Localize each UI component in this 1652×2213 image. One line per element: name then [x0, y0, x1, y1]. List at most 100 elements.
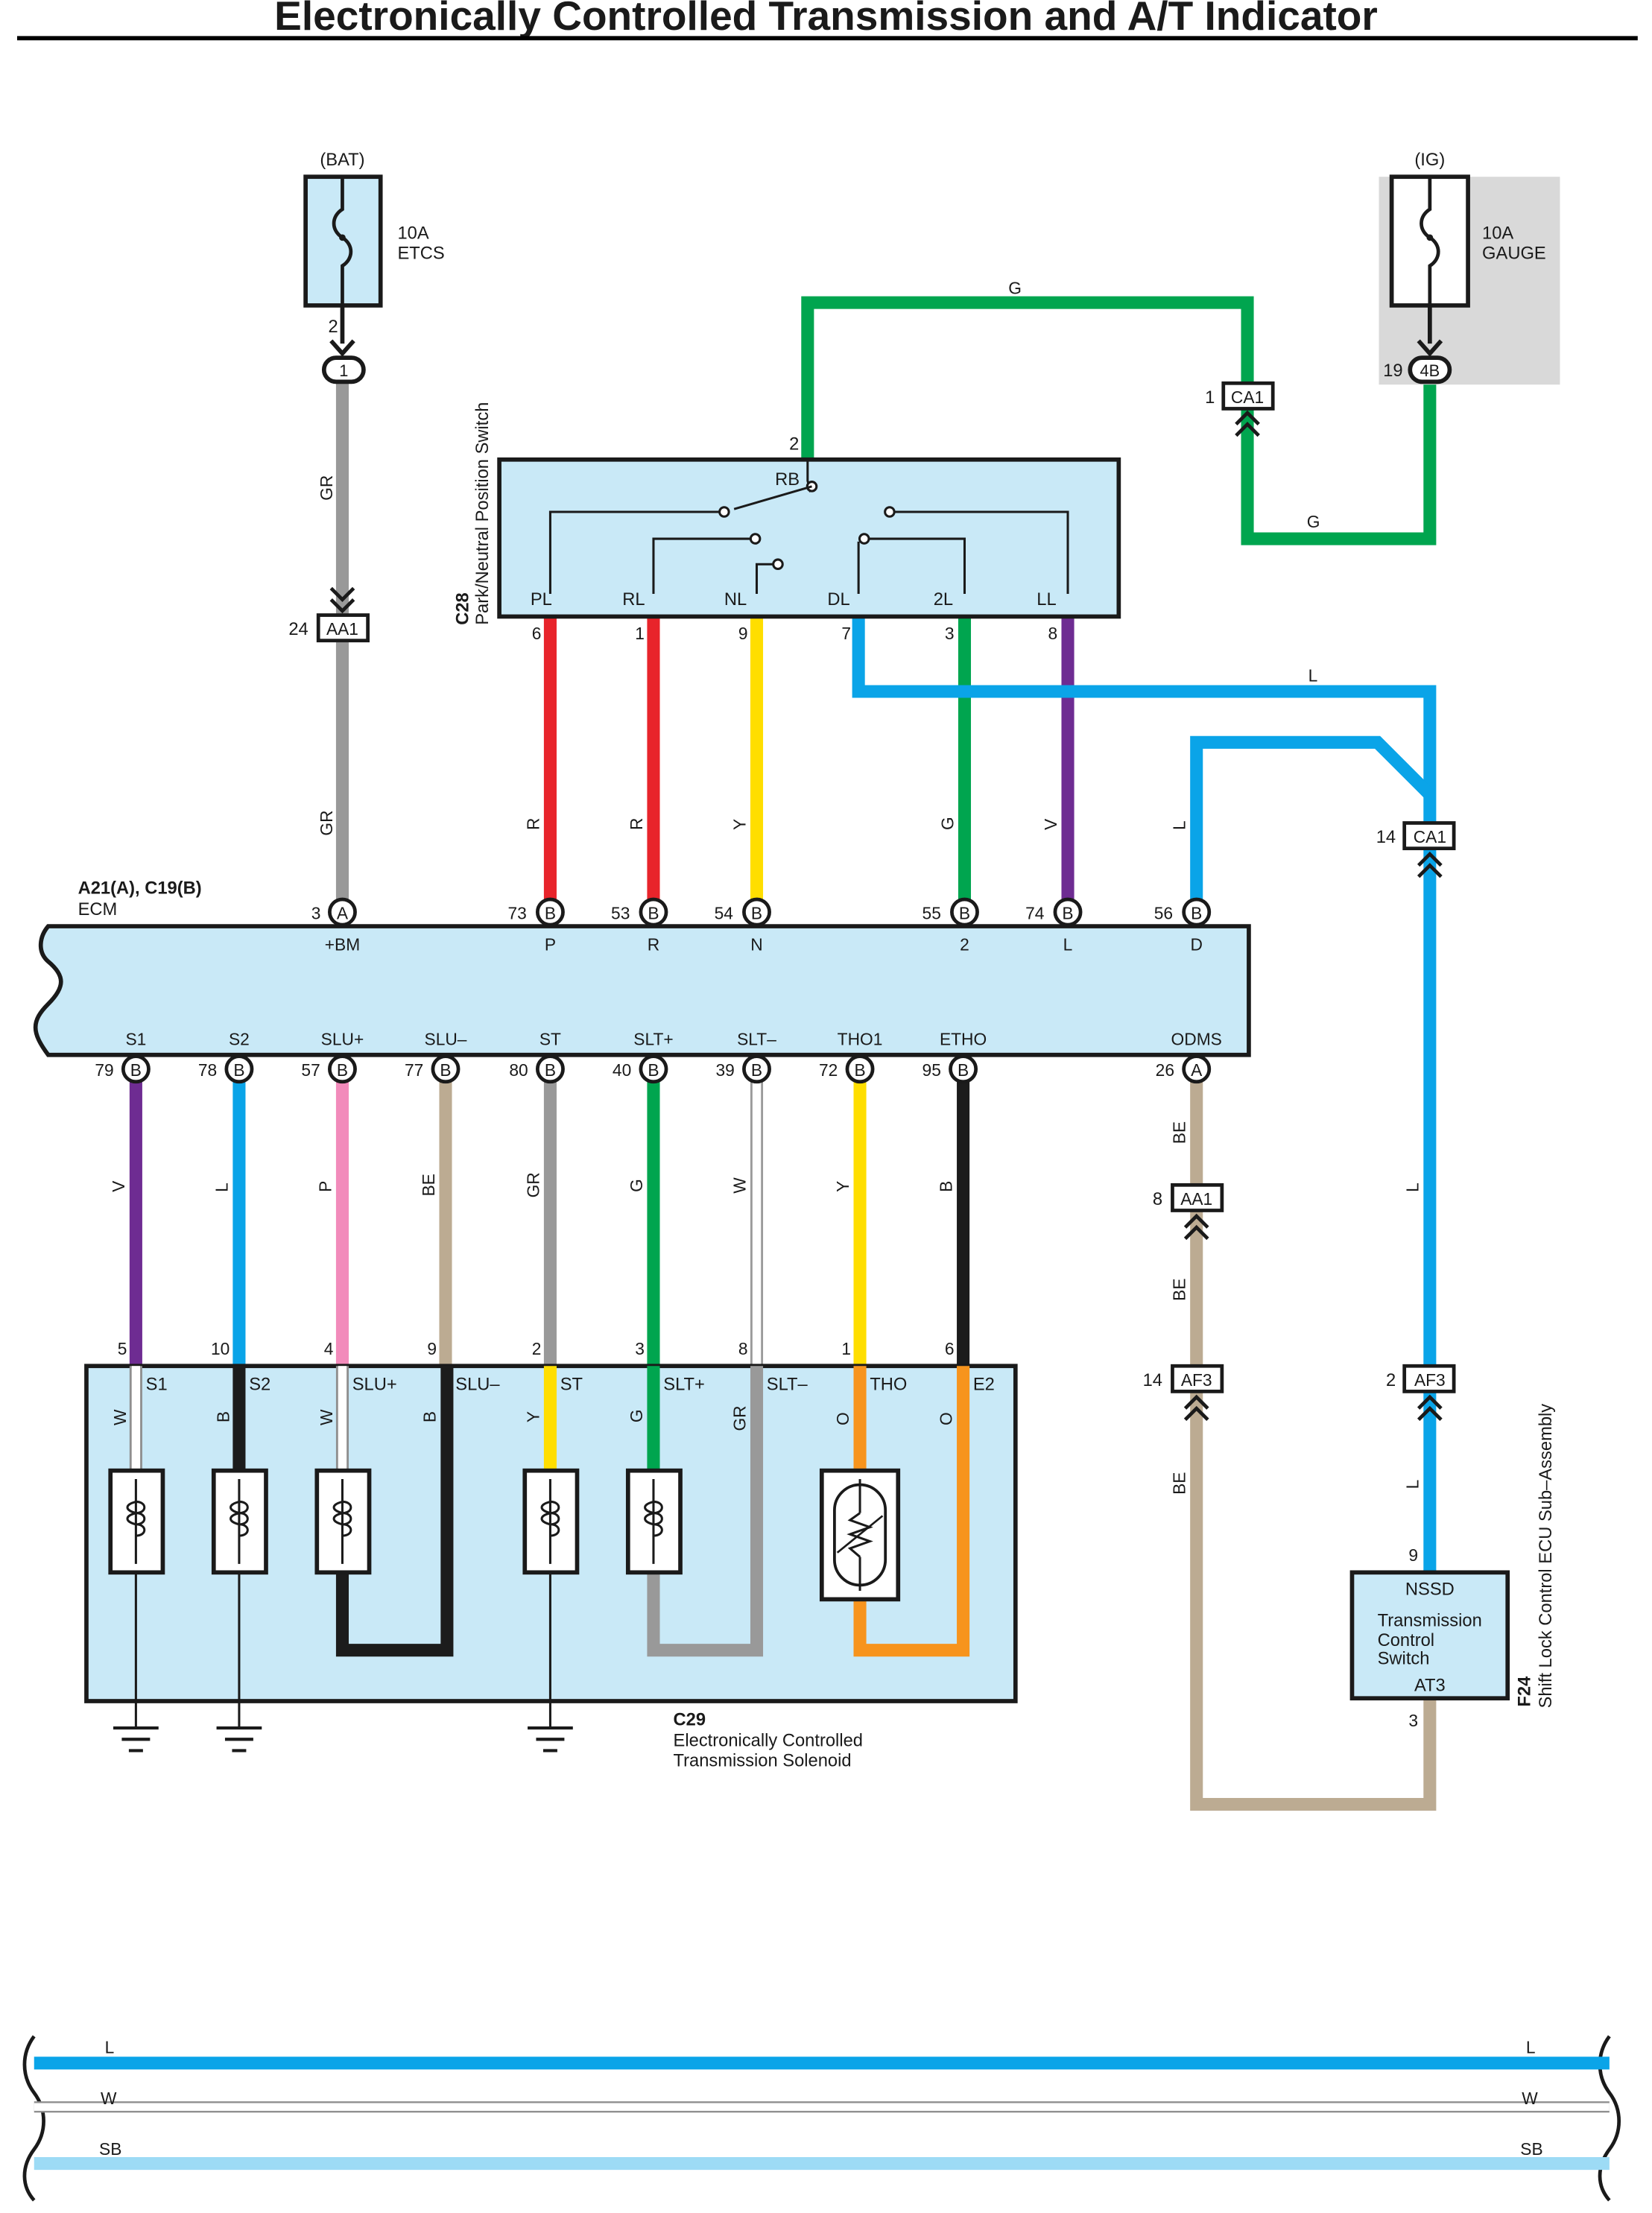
- svg-text:5: 5: [118, 1339, 127, 1358]
- svg-text:RL: RL: [622, 590, 645, 610]
- ecm-term-p: B 73 P: [508, 897, 565, 954]
- svg-text:W: W: [730, 1177, 749, 1194]
- ecm: A21(A), C19(B) ECM: [33, 878, 1251, 1057]
- svg-text:7: 7: [841, 624, 851, 643]
- svg-text:B: B: [233, 1060, 244, 1080]
- svg-text:1: 1: [1205, 388, 1215, 408]
- ecm-top-terminals: A 3 +BM B 73 P B 53 R B 54 N B 55 2: [311, 897, 1212, 954]
- svg-text:G: G: [627, 1179, 646, 1192]
- svg-text:54: 54: [715, 904, 733, 923]
- solenoid-pins: 5 10 4 9 2 3 8 1 6: [118, 1339, 955, 1358]
- svg-text:AA1: AA1: [1180, 1189, 1212, 1209]
- fuse-bat-pin: 2: [328, 317, 338, 337]
- svg-text:NL: NL: [724, 590, 747, 610]
- svg-text:1: 1: [635, 624, 645, 643]
- svg-text:E2: E2: [973, 1375, 995, 1395]
- svg-text:THO: THO: [870, 1375, 907, 1395]
- svg-text:R: R: [648, 934, 659, 954]
- svg-text:W: W: [1522, 2089, 1538, 2108]
- svg-text:Y: Y: [730, 819, 749, 830]
- svg-text:A: A: [1191, 1060, 1203, 1080]
- ecm-term-s2: S2 B 78: [198, 1029, 254, 1084]
- svg-text:1: 1: [841, 1339, 851, 1358]
- svg-text:G: G: [937, 817, 957, 830]
- wire-odms: [1190, 1081, 1437, 1811]
- shift-lock-name: Shift Lock Control ECU Sub–Assembly: [1537, 1404, 1556, 1709]
- svg-text:O: O: [833, 1412, 852, 1425]
- conn-aa1-odms: AA1 8: [1153, 1183, 1224, 1241]
- svg-text:O: O: [936, 1412, 955, 1425]
- svg-text:2: 2: [960, 934, 969, 954]
- svg-text:3: 3: [1408, 1711, 1418, 1730]
- svg-text:SLU–: SLU–: [425, 1029, 467, 1048]
- svg-text:4: 4: [324, 1339, 334, 1358]
- svg-text:57: 57: [301, 1060, 320, 1080]
- ground-symbols: [113, 1726, 573, 1753]
- svg-text:R: R: [627, 818, 646, 830]
- svg-text:78: 78: [198, 1060, 217, 1080]
- svg-text:55: 55: [922, 904, 941, 923]
- svg-text:AT3: AT3: [1414, 1677, 1446, 1696]
- svg-text:56: 56: [1154, 904, 1173, 923]
- ground-s2-icon: [216, 1726, 262, 1753]
- solenoid-inner-color-labels: W B W B Y G GR O O: [110, 1405, 955, 1431]
- conn-af3-nssd: AF3 2: [1386, 1364, 1456, 1422]
- svg-text:SLU–: SLU–: [455, 1375, 500, 1395]
- svg-text:AF3: AF3: [1181, 1370, 1212, 1390]
- svg-text:2: 2: [532, 1339, 542, 1358]
- wire-d: [1190, 735, 1434, 913]
- svg-text:B: B: [959, 904, 970, 923]
- pnp-switch-code: C28: [453, 592, 472, 625]
- svg-text:74: 74: [1025, 904, 1044, 923]
- svg-text:L: L: [1170, 820, 1189, 830]
- shift-lock-ecu: 9 NSSD Transmission Control Switch AT3 3…: [1349, 1404, 1556, 1730]
- svg-text:G: G: [627, 1409, 646, 1422]
- svg-text:14: 14: [1143, 1371, 1162, 1390]
- svg-text:DL: DL: [827, 590, 849, 610]
- svg-text:10: 10: [211, 1339, 230, 1358]
- svg-text:8: 8: [738, 1339, 748, 1358]
- svg-text:BE: BE: [419, 1174, 438, 1196]
- fuse-bat-arrow: [329, 339, 355, 357]
- svg-text:W: W: [101, 2089, 117, 2108]
- svg-text:CA1: CA1: [1414, 827, 1446, 846]
- svg-text:G: G: [1307, 512, 1320, 531]
- svg-text:ST: ST: [560, 1375, 583, 1395]
- svg-text:L: L: [1308, 666, 1318, 686]
- coil-s2: [211, 1468, 268, 1575]
- ecm-term-d: B 56 D: [1154, 897, 1212, 954]
- wire-ig-g: [801, 296, 1437, 545]
- ecm-term-etho: ETHO B 95: [922, 1029, 987, 1084]
- svg-text:SLU+: SLU+: [321, 1029, 364, 1048]
- svg-text:B: B: [751, 904, 762, 923]
- ecm-term-l: B 74 L: [1025, 897, 1083, 954]
- svg-text:BE: BE: [1170, 1472, 1189, 1495]
- svg-text:L: L: [212, 1183, 232, 1192]
- svg-text:S2: S2: [249, 1375, 270, 1395]
- svg-text:1: 1: [339, 361, 348, 380]
- svg-text:R: R: [523, 818, 542, 830]
- svg-text:L: L: [1063, 934, 1073, 954]
- svg-text:B: B: [958, 1060, 969, 1080]
- svg-text:D: D: [1190, 934, 1202, 954]
- ecm-term-r: B 53 R: [611, 897, 668, 954]
- svg-text:P: P: [315, 1181, 335, 1192]
- svg-text:95: 95: [922, 1060, 941, 1080]
- svg-text:PL: PL: [531, 590, 552, 610]
- svg-text:BE: BE: [1170, 1121, 1189, 1144]
- svg-text:GR: GR: [317, 475, 336, 501]
- pnp-switch-name: Park/Neutral Position Switch: [473, 402, 493, 625]
- coil-slu: [314, 1468, 372, 1575]
- ecm-box: [33, 924, 1251, 1057]
- thermistor: [819, 1468, 901, 1602]
- svg-text:B: B: [545, 904, 556, 923]
- svg-text:B: B: [420, 1411, 440, 1422]
- svg-text:9: 9: [1408, 1545, 1418, 1565]
- ecm-term-s1: S1 B 79: [95, 1029, 151, 1084]
- legend-strip: L L W W SB SB: [22, 2035, 1621, 2202]
- svg-text:NSSD: NSSD: [1405, 1580, 1455, 1600]
- legend-break-left: [22, 2035, 45, 2202]
- fuse-bat-source: (BAT): [320, 151, 364, 170]
- svg-text:40: 40: [613, 1060, 631, 1080]
- coil-s1: [108, 1468, 165, 1575]
